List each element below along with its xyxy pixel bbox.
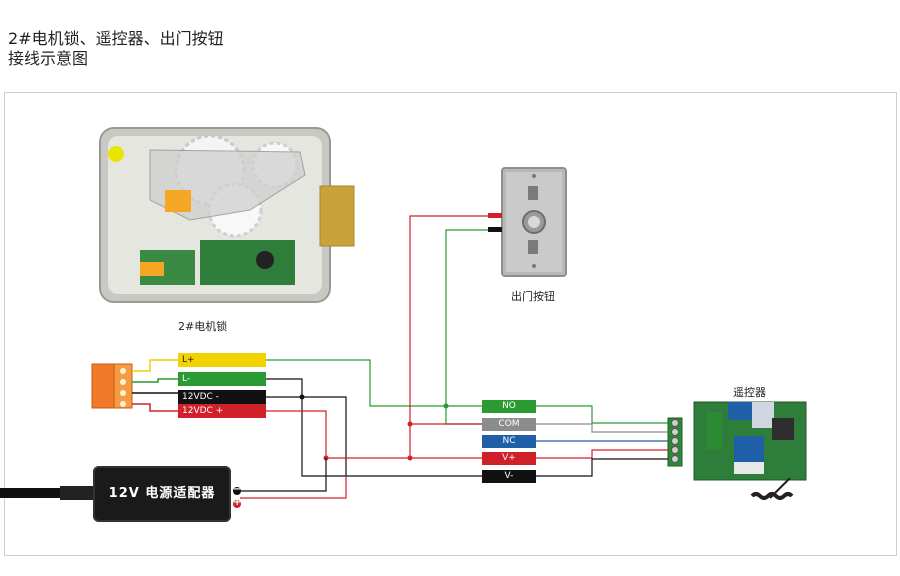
exit-button-caption: 出门按钮 — [511, 290, 555, 303]
wire-lminus-to-vminus — [266, 378, 482, 477]
tag-lplus: L+ — [178, 353, 266, 367]
power-adapter: 12V 电源适配器 — [93, 466, 231, 522]
exit-button-image — [501, 167, 567, 277]
title-line-2: 接线示意图 — [8, 49, 89, 68]
wire-exit-green — [445, 229, 502, 425]
lock-caption: 2#电机锁 — [178, 320, 228, 333]
wire-vplus-to-receiver — [536, 449, 668, 459]
tag-nc: NC — [482, 435, 536, 448]
tag-com: COM — [482, 418, 536, 431]
wire-12vplus-to-vplus — [266, 410, 482, 459]
wire-lminus-stub — [132, 378, 178, 383]
tag-lminus: L- — [178, 372, 266, 386]
wire-adapter-minus — [240, 458, 327, 492]
wire-vminus-to-receiver — [536, 458, 668, 477]
tag-12vdc-minus: 12VDC - — [178, 390, 266, 404]
adapter-cable — [0, 488, 93, 498]
lock-terminal-block — [91, 363, 133, 409]
exit-wire-red-end — [488, 213, 502, 218]
adapter-cable-strain — [60, 486, 93, 500]
wire-exit-red — [409, 215, 502, 458]
wire-no-to-receiver — [536, 405, 668, 424]
adapter-minus-terminal — [233, 487, 241, 495]
remote-receiver-image — [693, 401, 807, 500]
wire-12vminus-to-vminus — [302, 396, 347, 476]
wire-com-to-receiver — [536, 423, 668, 433]
adapter-minus-sign: − — [233, 484, 242, 495]
wire-12vplus-stub — [132, 403, 178, 412]
tag-no: NO — [482, 400, 536, 413]
tag-vminus: V- — [482, 470, 536, 483]
exit-wire-black-end — [488, 227, 502, 232]
motor-lock-image — [99, 127, 355, 303]
diagram-title: 2#电机锁、遥控器、出门按钮 接线示意图 — [8, 29, 224, 69]
wire-adapter-plus — [240, 476, 347, 499]
diagram-frame — [4, 92, 897, 556]
receiver-terminal-screws — [667, 417, 683, 467]
tag-12vdc-plus: 12VDC + — [178, 404, 266, 418]
adapter-plus-sign: + — [233, 497, 242, 508]
junction-green — [443, 403, 449, 409]
title-line-1: 2#电机锁、遥控器、出门按钮 — [8, 29, 224, 48]
remote-caption: 遥控器 — [733, 386, 766, 399]
tag-vplus: V+ — [482, 452, 536, 465]
adapter-plus-terminal — [233, 500, 241, 508]
wire-lplus-to-no — [266, 359, 482, 407]
wire-lplus-stub — [132, 359, 178, 372]
